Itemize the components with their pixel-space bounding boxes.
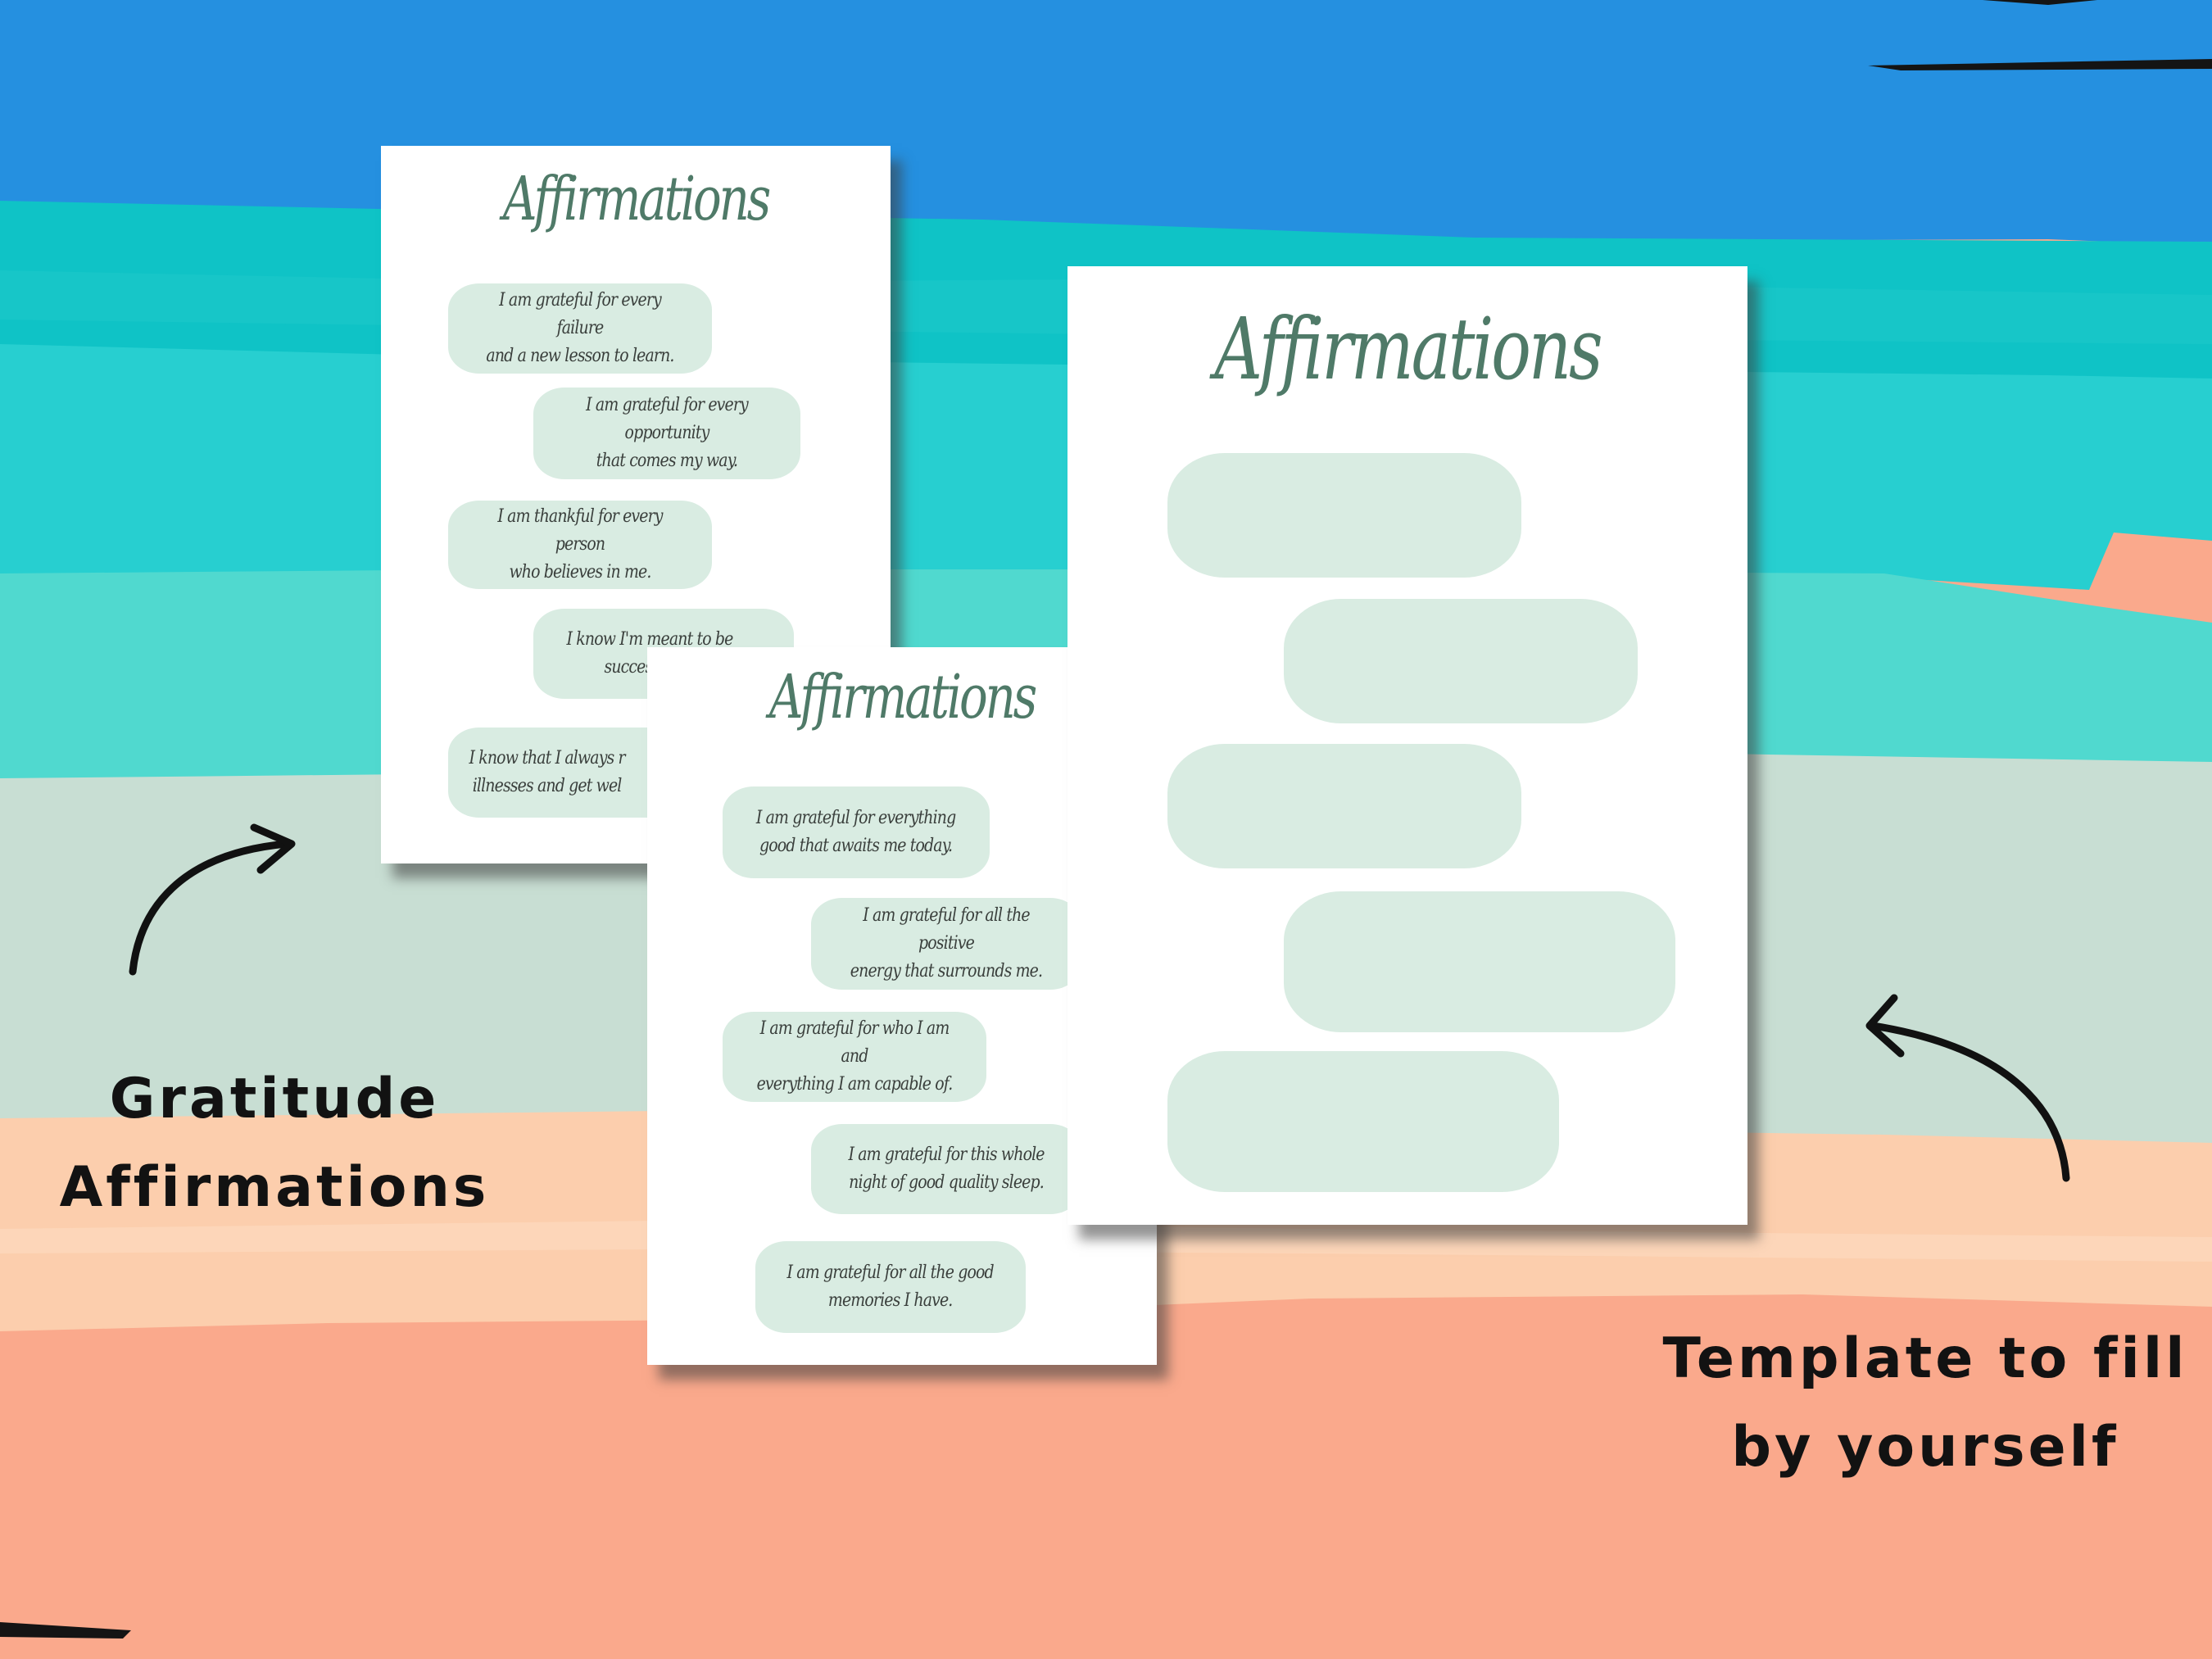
left-caption-line2: Affirmations [59,1155,490,1220]
affirmation-text: I am grateful for all the good memories … [786,1262,995,1311]
page-title: Affirmations [1214,299,1602,399]
page-title: Affirmations [768,662,1037,732]
affirmation-bubble: I am grateful for every failure and a ne… [448,283,712,374]
affirmation-bubble: I am grateful for this whole night of go… [811,1124,1081,1214]
right-caption-line1: Template to fill [1662,1326,2188,1391]
affirmation-text: I am grateful for every opportunity that… [586,395,749,471]
affirmation-bubble: I am grateful for everything good that a… [723,786,990,878]
affirmation-bubble: I am grateful for all the positive energ… [811,898,1081,990]
affirmation-text: I know that I always r illnesses and get… [469,748,625,796]
empty-affirmation-slot [1284,599,1638,723]
left-caption-line1: Gratitude [109,1067,440,1131]
affirmation-bubble: I am grateful for who I am and everythin… [723,1012,986,1102]
empty-affirmation-slot [1167,744,1521,868]
affirmation-text: I am grateful for who I am and everythin… [756,1018,954,1095]
affirmation-text: I am grateful for every failure and a ne… [486,290,674,366]
affirmation-text: I am thankful for every person who belie… [497,506,663,582]
curved-arrow-icon [129,823,296,976]
empty-affirmation-slot [1167,1051,1559,1192]
empty-affirmation-slot [1284,891,1675,1032]
affirmation-bubble: I am thankful for every person who belie… [448,501,712,589]
template-page: Affirmations [1067,266,1747,1225]
right-caption-line2: by yourself [1731,1415,2119,1480]
right-caption: Template to fill by yourself [1655,1315,2196,1492]
affirmation-text: I am grateful for all the positive energ… [850,905,1043,981]
page-title: Affirmations [502,164,771,234]
left-caption: Gratitude Affirmations [49,1055,500,1232]
affirmation-text: I am grateful for everything good that a… [756,808,956,856]
affirmations-page-back: Affirmations I am grateful for every fai… [381,146,891,863]
empty-affirmation-slot [1167,453,1521,578]
curved-arrow-icon [1865,994,2070,1182]
affirmation-text: I am grateful for this whole night of go… [848,1145,1045,1193]
affirmation-bubble: I am grateful for every opportunity that… [533,388,800,479]
affirmation-bubble: I am grateful for all the good memories … [755,1241,1026,1333]
